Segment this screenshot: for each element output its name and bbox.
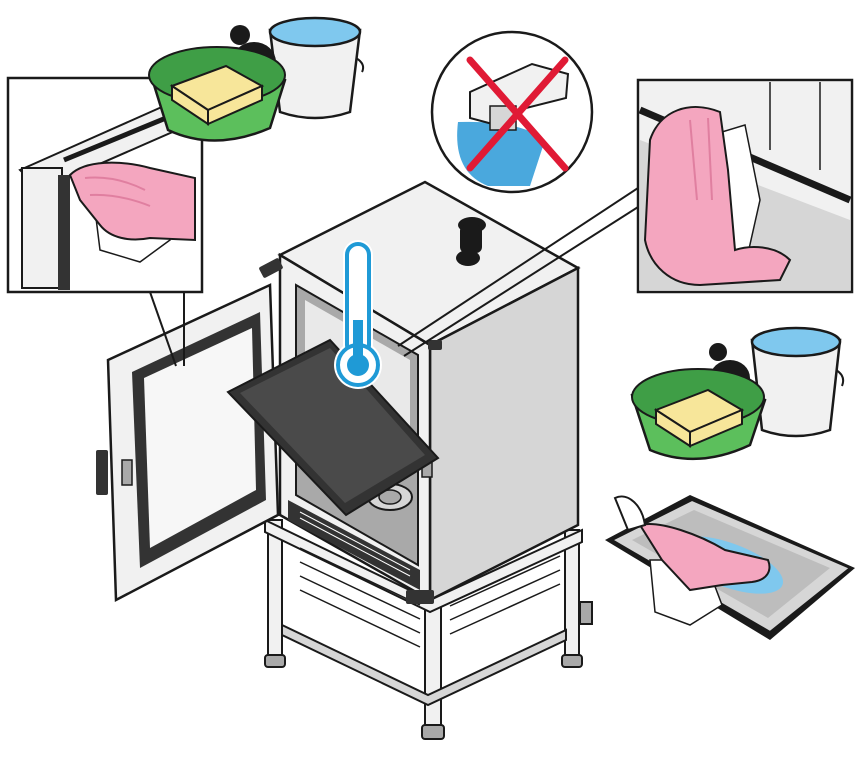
callout-leader-lines (149, 187, 639, 367)
sponge-icon (653, 388, 745, 448)
oven-stand-icon (264, 518, 593, 740)
tray-cleaning-scene (605, 495, 855, 640)
open-oven-door (96, 283, 280, 603)
sponge-icon (169, 64, 265, 126)
gloved-hand-icon (68, 161, 196, 242)
prohibited-cross-icon (466, 56, 569, 172)
cleaning-supplies-right (630, 326, 845, 461)
bucket-icon (750, 326, 845, 438)
gastronorm-tray-icon (226, 338, 440, 517)
cleaning-supplies-top (148, 16, 365, 142)
gloved-hand-icon (643, 106, 792, 287)
bucket-icon (268, 16, 365, 120)
no-spray-cleaner-sign (430, 30, 594, 194)
interior-cleaning-callout (636, 78, 854, 294)
gloved-hand-icon (638, 523, 771, 592)
thermometer-icon (334, 240, 382, 389)
